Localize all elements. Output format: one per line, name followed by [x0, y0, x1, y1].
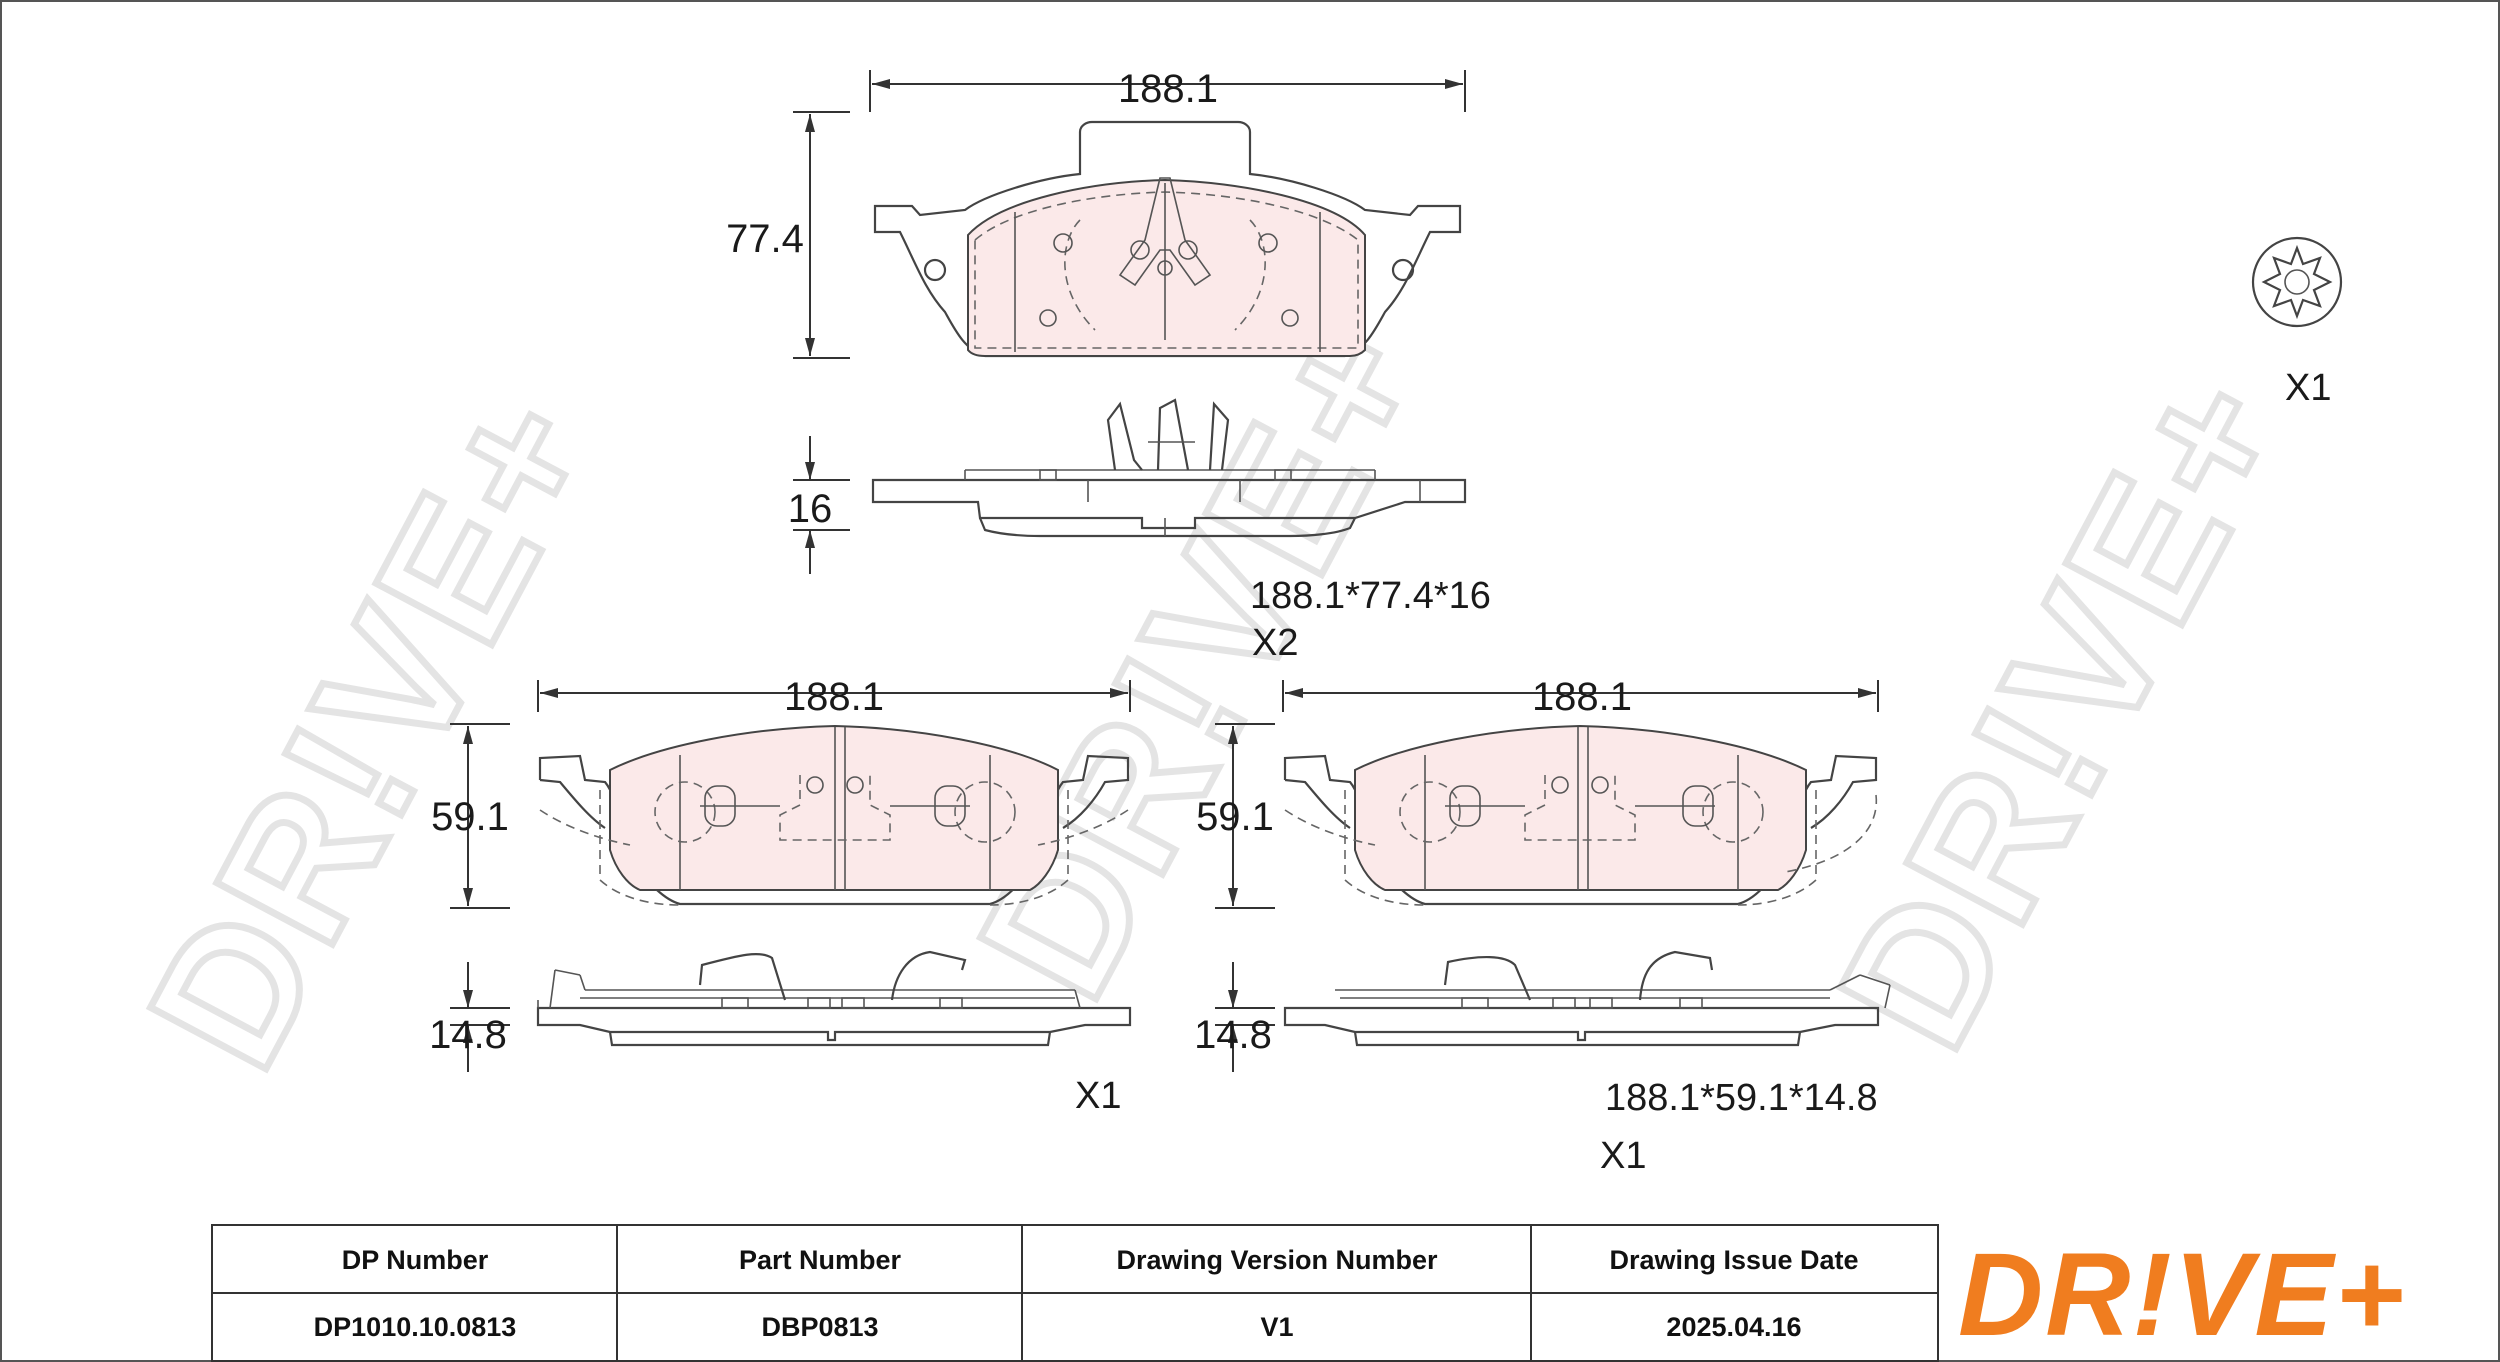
bottom-right-pad-height-label: 59.1: [1196, 795, 1274, 839]
bottom-right-pad-thickness-label: 14.8: [1194, 1013, 1272, 1057]
bottom-left-pad-thickness-label: 14.8: [429, 1013, 507, 1057]
bottom-right-pad-width-label: 188.1: [1532, 675, 1632, 719]
value-part-number: DBP0813: [761, 1312, 878, 1342]
brand-logo: DR!VE+: [1958, 1229, 2406, 1361]
watermark-2: DR!VE+: [939, 289, 1467, 1030]
bottom-left-pad-height-label: 59.1: [431, 795, 509, 839]
header-drawing-issue-date: Drawing Issue Date: [1609, 1245, 1858, 1275]
bottom-right-pad-side-view: 14.8: [1194, 950, 1891, 1072]
bottom-right-pad-size-text: 188.1*59.1*14.8: [1605, 1077, 1878, 1119]
bottom-left-pad-front-view: 188.1 59.1: [431, 675, 1131, 909]
value-dp-number: DP1010.10.0813: [314, 1312, 517, 1342]
bottom-left-pad-friction: [609, 724, 1059, 891]
clip-qty-text: X1: [2285, 367, 2331, 409]
top-pad-thickness-label: 16: [788, 487, 833, 531]
header-drawing-version-number: Drawing Version Number: [1116, 1245, 1438, 1275]
watermark-1: DR!VE+: [109, 359, 637, 1100]
bottom-right-pad-front-view: 188.1 59.1: [1196, 675, 1879, 909]
top-pad-width-label: 188.1: [1118, 67, 1218, 111]
value-drawing-issue-date: 2025.04.16: [1666, 1312, 1801, 1342]
bottom-left-pad-side-view: 14.8: [429, 950, 1132, 1072]
clip-part: [2251, 236, 2343, 328]
top-pad-height-label: 77.4: [726, 217, 804, 261]
top-pad-friction: [967, 178, 1366, 357]
bottom-right-pad-friction: [1354, 724, 1807, 891]
top-pad-front-view: 188.1 77.4: [726, 67, 1466, 359]
top-pad-qty-text: X2: [1252, 622, 1298, 664]
bottom-left-pad-qty-text: X1: [1075, 1075, 1121, 1117]
top-pad-side-view: 16: [788, 398, 1467, 574]
title-block-table: DP Number Part Number Drawing Version Nu…: [211, 1224, 1939, 1362]
top-pad-size-text: 188.1*77.4*16: [1250, 575, 1491, 617]
header-part-number: Part Number: [739, 1245, 902, 1275]
bottom-left-pad-width-label: 188.1: [784, 675, 884, 719]
bottom-right-pad-qty-text: X1: [1600, 1135, 1646, 1177]
value-drawing-version-number: V1: [1260, 1312, 1293, 1342]
header-dp-number: DP Number: [342, 1245, 489, 1275]
